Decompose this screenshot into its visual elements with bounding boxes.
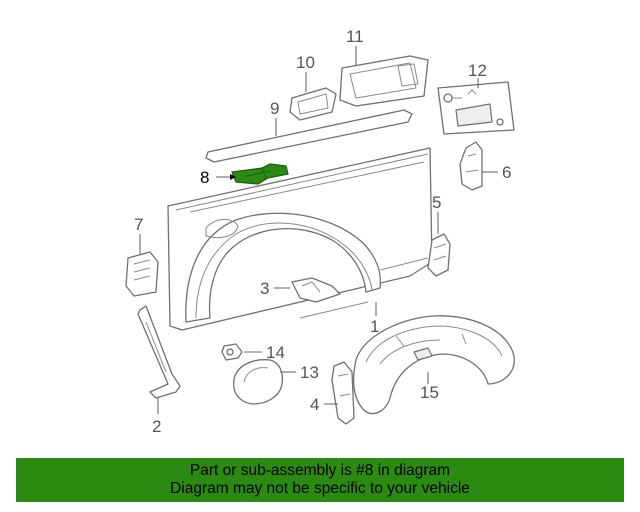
callout-11: 11 [346,27,364,46]
callout-1: 1 [370,317,379,336]
part-3-bracket[interactable] [291,277,341,303]
callout-12: 12 [468,61,487,80]
callout-13: 13 [300,363,319,382]
callout-6: 6 [502,163,511,182]
part-7-filler-housing[interactable] [125,251,159,297]
part-2-filler-pipe[interactable] [137,305,181,399]
part-10-cap[interactable] [289,87,337,121]
callout-3: 3 [260,279,269,298]
callout-14: 14 [266,343,285,362]
callout-4: 4 [310,395,319,414]
callout-5: 5 [432,193,441,212]
part-12-bracket-kit[interactable] [437,81,515,135]
part-4-vertical-bracket[interactable] [331,361,355,425]
callout-8: 8 [200,168,209,187]
callout-2: 2 [152,417,161,436]
part-8-highlighted-bracket[interactable] [231,163,289,185]
part-13-fuel-door[interactable] [233,359,284,405]
part-11-stake-pocket-cover[interactable] [339,55,429,107]
part-15-wheelhouse-liner[interactable] [352,315,515,415]
part-5-inner-bracket[interactable] [427,233,451,277]
banner-line-1: Part or sub-assembly is #8 in diagram [189,462,451,479]
part-1-bed-side-panel[interactable] [167,147,433,331]
footer-banner: Part or sub-assembly is #8 in diagram Di… [16,458,624,502]
callout-7: 7 [134,215,143,234]
banner-line-2: Diagram may not be specific to your vehi… [170,480,470,497]
part-6-rear-bracket[interactable] [459,141,483,191]
part-9-rail-molding[interactable] [205,109,413,163]
callout-9: 9 [270,99,279,118]
callout-10: 10 [296,53,315,72]
callout-15: 15 [420,383,439,402]
part-14-clip[interactable] [221,343,243,361]
